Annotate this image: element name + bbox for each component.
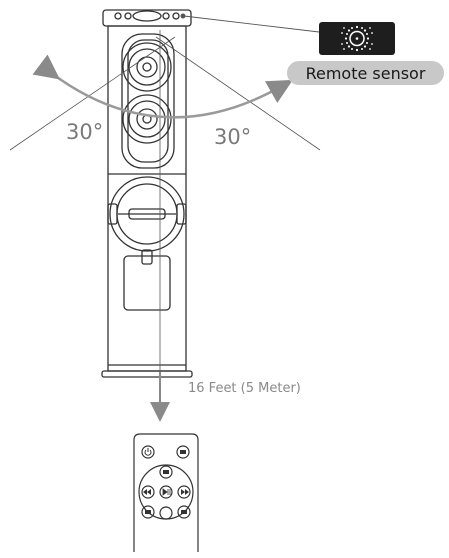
sensor-point [180, 13, 186, 19]
sensor-icon-box [319, 22, 395, 55]
remote-control [133, 433, 199, 552]
play-pause-icon [162, 488, 171, 496]
distance-label: 16 Feet (5 Meter) [188, 381, 301, 396]
sun-icon [341, 25, 373, 52]
power-icon [144, 448, 152, 456]
angle-label-left: 30° [66, 120, 104, 144]
sensor-leader-line [183, 15, 320, 33]
skip-back-icon [143, 489, 151, 495]
tower-speaker [101, 9, 193, 378]
angle-label-right: 30° [214, 125, 252, 149]
coverage-arc [32, 54, 293, 119]
skip-forward-icon [181, 489, 189, 495]
remote-sensor-label: Remote sensor [287, 61, 444, 85]
